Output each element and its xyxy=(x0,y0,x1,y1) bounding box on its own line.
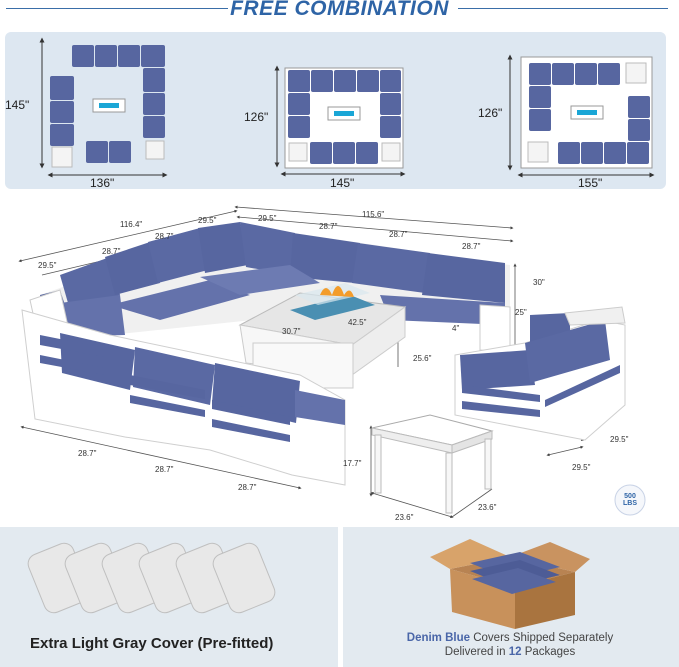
layout-2-height-label: 126" xyxy=(244,110,269,124)
dim-label: 28.7" xyxy=(102,247,121,256)
dim-label: 4" xyxy=(452,324,460,333)
dim-label: 28.7" xyxy=(155,232,174,241)
dim-label: 42.5" xyxy=(348,318,367,327)
caption-line-2: Delivered in 12 Packages xyxy=(360,645,660,659)
layout-1-width-label: 136" xyxy=(90,176,115,190)
caption-line-1: Denim Blue Covers Shipped Separately xyxy=(360,631,660,645)
header-line-left xyxy=(6,8,228,9)
side-table xyxy=(371,414,494,514)
gray-cover-caption: Extra Light Gray Cover (Pre-fitted) xyxy=(30,635,274,652)
caption-line-1-rest: Covers Shipped Separately xyxy=(470,632,614,644)
dim-label: 29.5" xyxy=(198,216,217,225)
layout-3 xyxy=(507,54,655,178)
dim-label: 29.5" xyxy=(38,261,57,270)
dim-label: 23.6" xyxy=(478,503,497,512)
badge-value: 500 xyxy=(624,493,636,500)
dim-label: 25" xyxy=(515,308,527,317)
layout-2-width-label: 145" xyxy=(330,176,355,190)
front-sofa xyxy=(21,309,346,486)
dim-label: 116.4" xyxy=(120,220,143,229)
layout-2 xyxy=(274,65,406,177)
dim-label: 28.7" xyxy=(155,465,174,474)
dim-label: 28.7" xyxy=(319,222,338,231)
dim-label: 29.5" xyxy=(258,214,277,223)
caption-line-2-post: Packages xyxy=(521,646,576,658)
dim-label: 28.7" xyxy=(78,449,97,458)
dim-label: 115.6" xyxy=(362,210,385,219)
caption-color-name: Denim Blue xyxy=(406,632,471,644)
badge-unit: LBS xyxy=(623,500,637,507)
badge-text: 500 LBS xyxy=(615,493,645,507)
dim-label: 29.5" xyxy=(572,463,591,472)
corner-chair xyxy=(454,306,626,441)
shipping-box xyxy=(430,539,590,629)
dim-label: 30" xyxy=(533,278,545,287)
bottom-illustrations xyxy=(27,539,590,629)
dim-label: 28.7" xyxy=(462,242,481,251)
dim-label: 29.5" xyxy=(610,435,629,444)
dim-label: 23.6" xyxy=(395,513,414,522)
dim-label: 25.6" xyxy=(413,354,432,363)
layout-1 xyxy=(39,37,168,178)
layout-3-height-label: 126" xyxy=(478,106,503,120)
fire-pit-table xyxy=(238,283,407,389)
dim-label: 28.7" xyxy=(389,230,408,239)
dim-label: 30.7" xyxy=(282,327,301,336)
caption-package-count: 12 xyxy=(508,646,522,658)
gray-cushions xyxy=(27,542,276,614)
blue-cover-caption: Denim Blue Covers Shipped Separately Del… xyxy=(360,631,660,659)
page-title: FREE COMBINATION xyxy=(230,0,449,20)
caption-line-2-pre: Delivered in xyxy=(444,646,509,658)
dim-label: 28.7" xyxy=(238,483,257,492)
sectional-set-illustration xyxy=(18,205,646,519)
dim-label: 17.7" xyxy=(343,459,362,468)
layout-1-height-label: 145" xyxy=(5,98,30,112)
header-line-right xyxy=(458,8,668,9)
layout-3-width-label: 155" xyxy=(578,176,603,190)
layout-diagrams xyxy=(39,37,655,178)
weight-capacity-badge xyxy=(614,484,646,516)
